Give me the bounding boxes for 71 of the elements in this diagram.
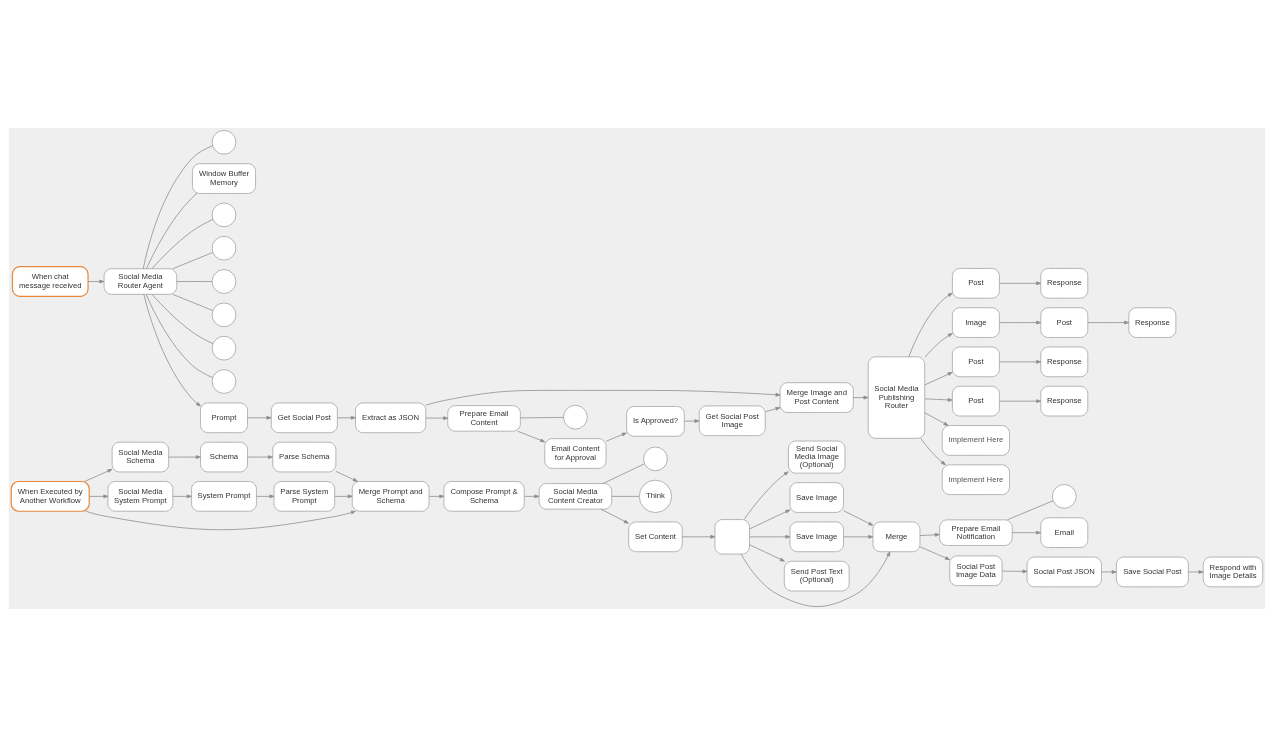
arrow	[517, 430, 546, 443]
connector	[520, 417, 564, 419]
arrow	[88, 494, 109, 499]
arrow	[87, 279, 105, 284]
arrow	[247, 455, 273, 459]
arrow	[740, 551, 891, 607]
arrow	[1087, 320, 1130, 325]
arrow	[1011, 530, 1041, 535]
connector	[172, 294, 214, 311]
node-circle	[211, 369, 237, 394]
arrow	[749, 544, 785, 562]
arrow	[924, 333, 953, 358]
arrow	[749, 535, 791, 539]
arrow	[919, 546, 951, 561]
arrow	[999, 281, 1042, 286]
arrow	[84, 468, 113, 482]
arrow	[843, 535, 874, 539]
connector	[142, 145, 213, 270]
connector	[611, 496, 640, 497]
arrow	[425, 390, 781, 406]
node-circle	[563, 404, 588, 430]
connector	[151, 219, 214, 269]
node-circle	[211, 129, 237, 155]
arrow	[924, 372, 953, 386]
arrow	[743, 471, 789, 520]
arrow	[764, 406, 781, 413]
arrow	[334, 494, 353, 499]
arrow	[605, 432, 627, 442]
arrow	[908, 292, 953, 358]
node-circle	[211, 269, 237, 294]
arrow	[999, 320, 1042, 325]
arrow	[335, 471, 358, 482]
connector	[1006, 500, 1054, 521]
arrow	[749, 509, 791, 530]
connector	[146, 193, 198, 270]
node-circle	[211, 202, 237, 228]
arrow	[1001, 569, 1028, 574]
node-circle	[643, 446, 668, 472]
arrow	[337, 415, 356, 420]
node-circle	[211, 335, 237, 361]
arrow	[172, 494, 192, 499]
node-box	[714, 519, 750, 555]
connector	[172, 252, 214, 270]
arrow	[919, 532, 940, 537]
arrow	[428, 494, 445, 499]
node-circle	[211, 302, 237, 328]
connector	[145, 294, 213, 378]
arrow	[524, 494, 540, 499]
arrow	[143, 294, 201, 407]
arrow	[1188, 570, 1204, 574]
arrow	[681, 535, 716, 539]
arrow	[999, 360, 1042, 364]
node-circle	[1051, 484, 1077, 509]
arrow	[924, 398, 953, 402]
connector	[151, 294, 214, 345]
connector	[176, 281, 213, 282]
connector	[602, 463, 645, 484]
arrow	[843, 510, 874, 526]
arrow	[924, 412, 949, 426]
node-circle	[211, 235, 237, 261]
arrow	[425, 416, 449, 420]
arrow	[256, 494, 275, 499]
arrow	[85, 510, 356, 531]
arrow	[247, 415, 272, 420]
arrow	[684, 419, 700, 423]
arrow	[1101, 570, 1117, 574]
arrow	[853, 395, 869, 400]
arrow	[600, 508, 629, 524]
arrow	[999, 399, 1042, 403]
arrow	[920, 438, 946, 466]
arrow	[168, 455, 201, 459]
